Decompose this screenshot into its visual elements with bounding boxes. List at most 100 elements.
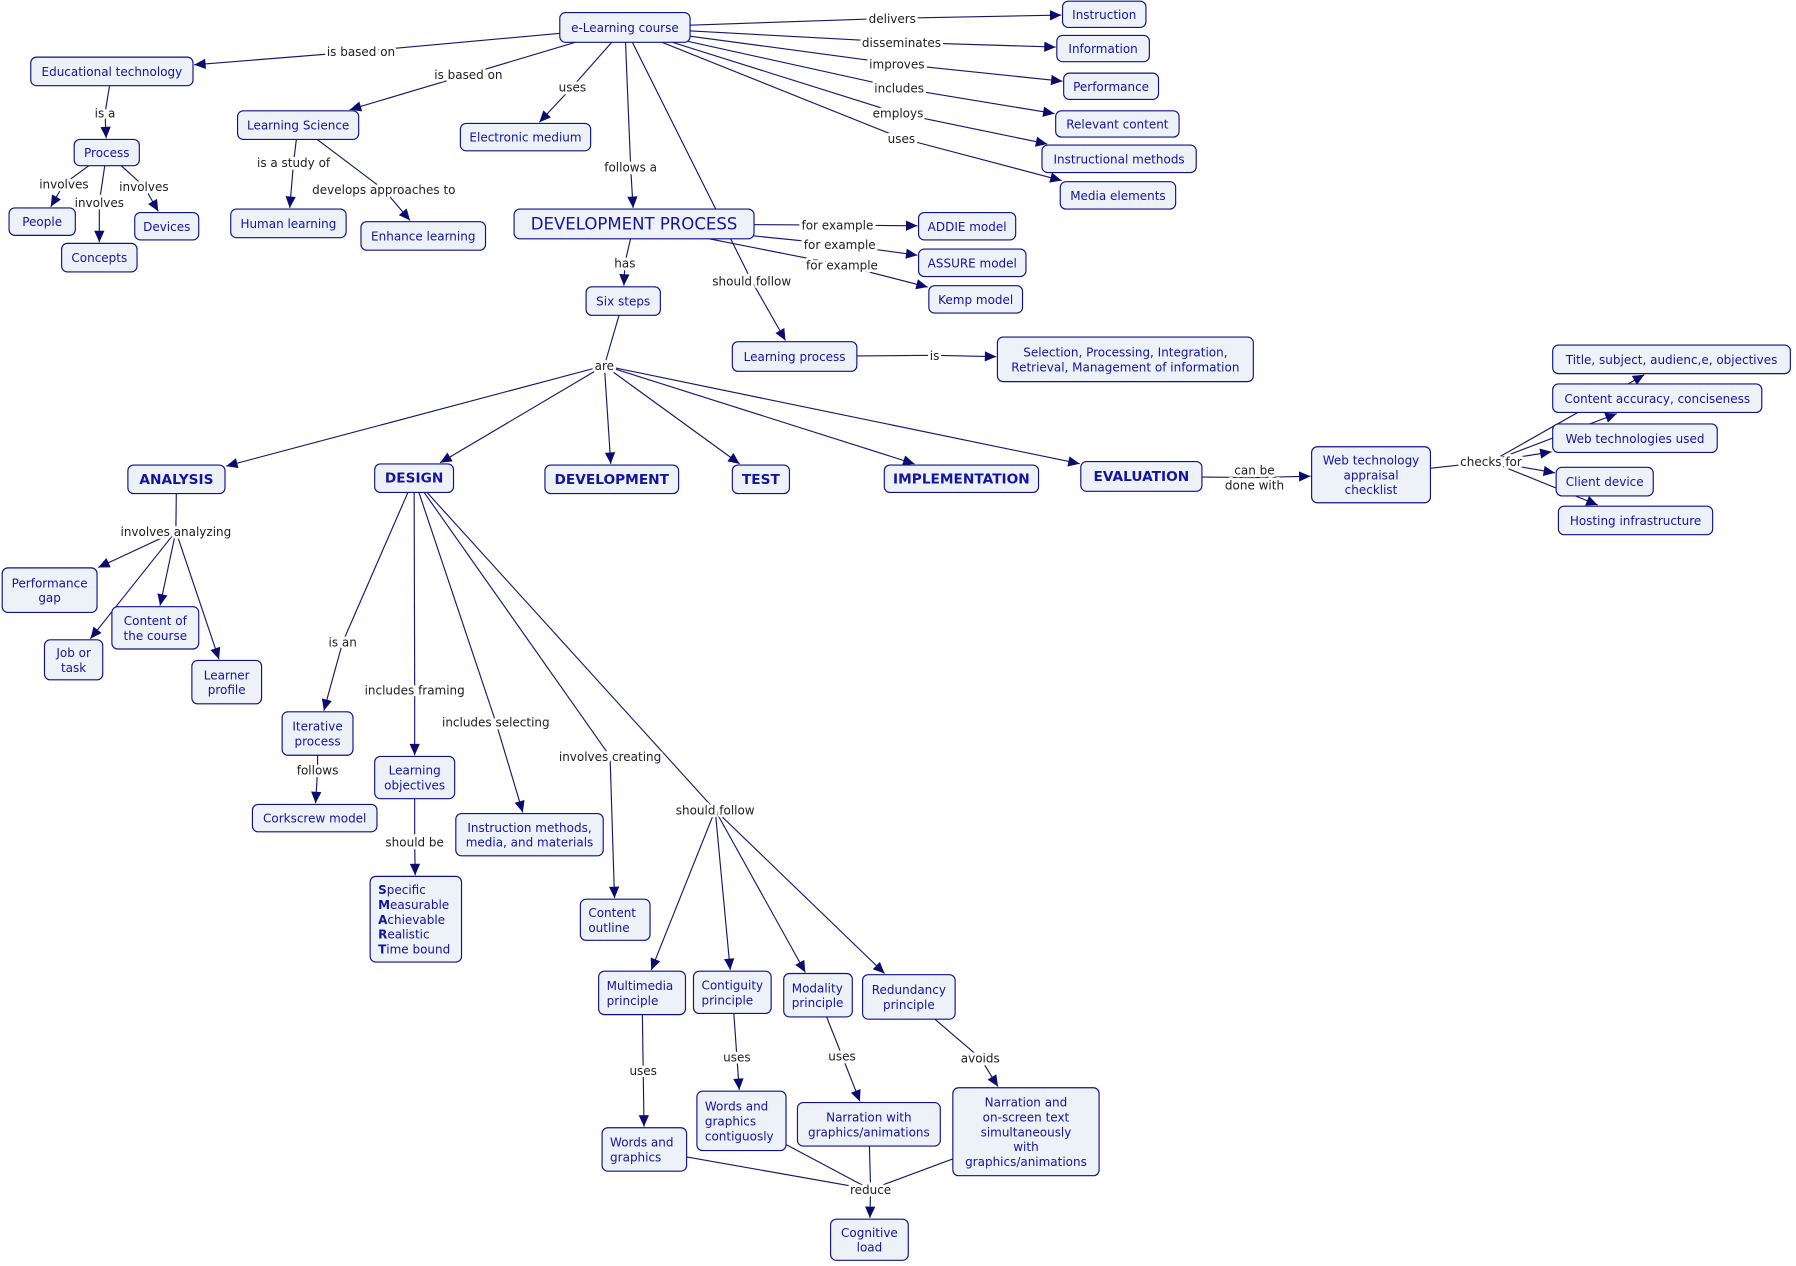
node-cm[interactable]: Corkscrew model — [251, 803, 378, 833]
node-im[interactable]: Instructional methods — [1041, 144, 1197, 174]
node-analysis[interactable]: ANALYSIS — [127, 464, 226, 495]
node-box[interactable] — [952, 1087, 1100, 1177]
node-box[interactable] — [796, 1102, 941, 1147]
node-box[interactable] — [237, 110, 360, 140]
node-box[interactable] — [579, 898, 651, 941]
node-em[interactable]: Electronic medium — [459, 122, 592, 152]
node-hl[interactable]: Human learning — [230, 208, 347, 239]
node-box[interactable] — [1552, 383, 1763, 414]
node-box[interactable] — [513, 208, 755, 240]
node-box[interactable] — [783, 972, 853, 1018]
node-box[interactable] — [830, 1218, 909, 1261]
node-box[interactable] — [134, 211, 200, 241]
node-box[interactable] — [917, 248, 1027, 278]
node-box[interactable] — [73, 138, 140, 167]
node-box[interactable] — [696, 1090, 787, 1152]
node-box[interactable] — [374, 463, 455, 494]
node-dp[interactable]: DEVELOPMENT PROCESS — [513, 208, 755, 240]
node-box[interactable] — [996, 336, 1254, 383]
node-six[interactable]: Six steps — [585, 286, 661, 316]
node-box[interactable] — [360, 221, 487, 251]
node-box[interactable] — [111, 606, 200, 650]
node-evaluation[interactable]: EVALUATION — [1080, 461, 1203, 492]
node-box[interactable] — [1056, 34, 1150, 63]
node-box[interactable] — [1059, 181, 1177, 210]
node-kemp[interactable]: Kemp model — [928, 285, 1024, 314]
node-box[interactable] — [8, 207, 76, 236]
node-info[interactable]: Information — [1056, 34, 1150, 63]
node-box[interactable] — [601, 1127, 688, 1172]
node-t5[interactable]: Hosting infrastructure — [1557, 505, 1714, 536]
node-box[interactable] — [692, 970, 772, 1015]
node-box[interactable] — [917, 211, 1017, 241]
node-development[interactable]: DEVELOPMENT — [544, 464, 680, 495]
node-box[interactable] — [455, 812, 604, 857]
node-rc[interactable]: Relevant content — [1055, 110, 1180, 138]
node-box[interactable] — [559, 11, 691, 43]
node-box[interactable] — [1, 567, 98, 614]
node-ls[interactable]: Learning Science — [237, 110, 360, 140]
node-box[interactable] — [43, 639, 104, 681]
node-box[interactable] — [928, 285, 1024, 314]
node-t3[interactable]: Web technologies used — [1552, 423, 1718, 454]
node-perf[interactable]: Performance — [1063, 72, 1160, 100]
node-edtech[interactable]: Educational technology — [30, 56, 194, 87]
node-box[interactable] — [281, 711, 354, 756]
node-box[interactable] — [251, 803, 378, 833]
node-design[interactable]: DESIGN — [374, 463, 455, 494]
node-box[interactable] — [1080, 461, 1203, 492]
node-elc[interactable]: e-Learning course — [559, 11, 691, 43]
node-imm[interactable]: Instruction methods,media, and materials — [455, 812, 604, 857]
node-box[interactable] — [61, 242, 138, 273]
node-box[interactable] — [731, 341, 858, 372]
node-box[interactable] — [1055, 110, 1180, 138]
node-box[interactable] — [1555, 466, 1654, 497]
node-box[interactable] — [1552, 344, 1791, 375]
node-box[interactable] — [191, 659, 263, 705]
node-process[interactable]: Process — [73, 138, 140, 167]
node-box[interactable] — [459, 122, 592, 152]
node-box[interactable] — [1063, 72, 1160, 100]
node-box[interactable] — [544, 464, 680, 495]
node-instr[interactable]: Instruction — [1061, 0, 1147, 28]
node-box[interactable] — [1061, 0, 1147, 28]
node-test[interactable]: TEST — [731, 464, 791, 495]
node-people[interactable]: People — [8, 207, 76, 236]
node-t2[interactable]: Content accuracy, conciseness — [1552, 383, 1763, 414]
node-box[interactable] — [1041, 144, 1197, 174]
node-box[interactable] — [1552, 423, 1718, 454]
node-box[interactable] — [598, 970, 687, 1016]
node-concepts[interactable]: Concepts — [61, 242, 138, 273]
node-box[interactable] — [1311, 446, 1432, 504]
node-box[interactable] — [585, 286, 661, 316]
node-box[interactable] — [230, 208, 347, 239]
node-me[interactable]: Media elements — [1059, 181, 1177, 210]
node-t1[interactable]: Title, subject, audienc,e, objectives — [1552, 344, 1791, 375]
node-addie[interactable]: ADDIE model — [917, 211, 1017, 241]
node-lp[interactable]: Learning process — [731, 341, 858, 372]
node-box[interactable] — [731, 464, 791, 495]
node-box[interactable] — [1557, 505, 1714, 536]
node-t4[interactable]: Client device — [1555, 466, 1654, 497]
node-el[interactable]: Enhance learning — [360, 221, 487, 251]
node-box[interactable] — [30, 56, 194, 87]
node-spi[interactable]: Selection, Processing, Integration,Retri… — [996, 336, 1254, 383]
node-implementation[interactable]: IMPLEMENTATION — [883, 464, 1040, 494]
